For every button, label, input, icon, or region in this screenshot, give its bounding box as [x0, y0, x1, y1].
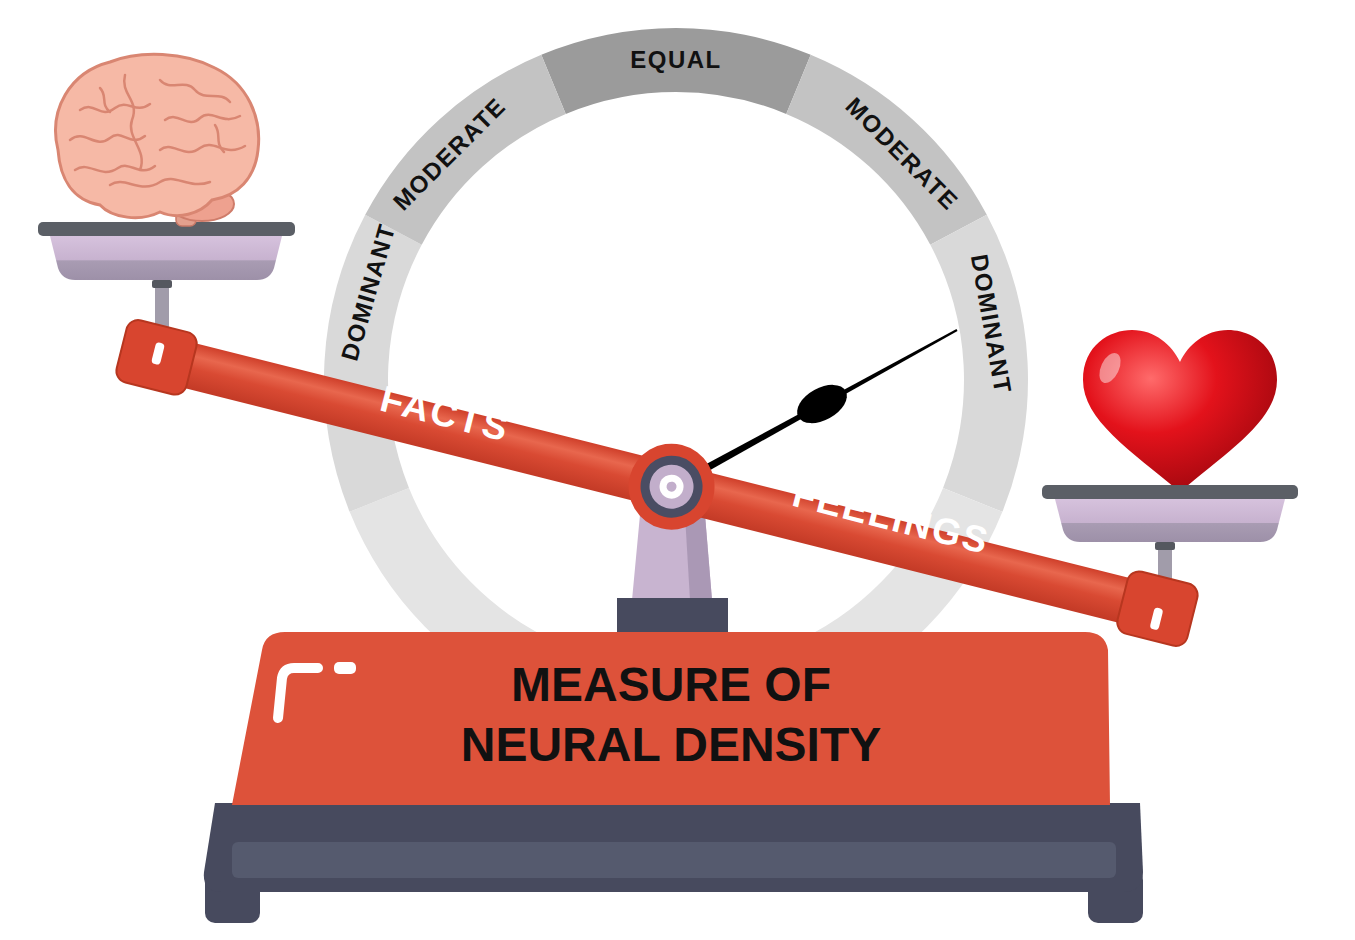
- pan-plate: [1042, 485, 1298, 499]
- beam-shape: [128, 329, 1187, 637]
- gauge-segment: [541, 28, 810, 114]
- scale-base: MEASURE OF NEURAL DENSITY: [232, 632, 1110, 807]
- scale-beam: FACTS FEELINGS: [128, 329, 1187, 637]
- brain-icon: [56, 54, 259, 226]
- base-highlight: [278, 668, 318, 718]
- heart-highlight: [1095, 350, 1125, 387]
- base-body: [232, 632, 1110, 805]
- base-highlight: [334, 662, 356, 674]
- cap-highlight: [151, 342, 165, 366]
- gauge-label: DOMINANT: [336, 220, 400, 363]
- gauge-label: MODERATE: [388, 92, 511, 215]
- stand-post: [617, 515, 728, 634]
- gauge-segment: [324, 215, 422, 512]
- pivot: [645, 460, 698, 513]
- foot-slab: [204, 803, 1143, 892]
- beam-label: FEELINGS: [789, 475, 993, 560]
- gauge-label: MODERATE: [841, 92, 964, 215]
- cap-highlight: [1149, 607, 1163, 631]
- cap-body: [1115, 569, 1200, 649]
- needle-shaft: [670, 329, 957, 490]
- foot-band: [232, 842, 1116, 878]
- beam-label: FACTS: [377, 380, 513, 448]
- gauge-needle: [670, 329, 957, 490]
- needle-bulb: [791, 377, 854, 431]
- base-title: MEASURE OF NEURAL DENSITY: [436, 655, 906, 775]
- pan-stem-ring: [1155, 542, 1175, 550]
- gauge-segment: [930, 215, 1028, 512]
- gauge-label: EQUAL: [630, 47, 722, 73]
- left-pan: [38, 222, 295, 330]
- pivot: [665, 481, 677, 493]
- gauge-segment: [365, 55, 566, 245]
- pan-bowl: [50, 236, 282, 280]
- gauge-ring: [324, 28, 1028, 732]
- pivot: [634, 449, 709, 524]
- brain-folds: [70, 75, 245, 187]
- pan-stem-ring: [152, 280, 172, 288]
- pivot: [657, 472, 686, 501]
- cerebrum: [56, 54, 259, 217]
- cap-body: [114, 317, 199, 397]
- heart: [1083, 330, 1277, 492]
- pan-plate: [38, 222, 295, 236]
- beam-end-cap: [1115, 569, 1200, 649]
- scale-foot: [204, 803, 1143, 923]
- beam-end-cap: [114, 317, 199, 397]
- heart-icon: [1083, 330, 1277, 492]
- post-block: [617, 598, 728, 634]
- gauge-segment: [786, 55, 987, 245]
- pivot: [619, 434, 723, 538]
- gauge-label: DOMINANT: [966, 253, 1017, 397]
- post-shade: [685, 515, 712, 600]
- pan-bowl: [1055, 499, 1285, 542]
